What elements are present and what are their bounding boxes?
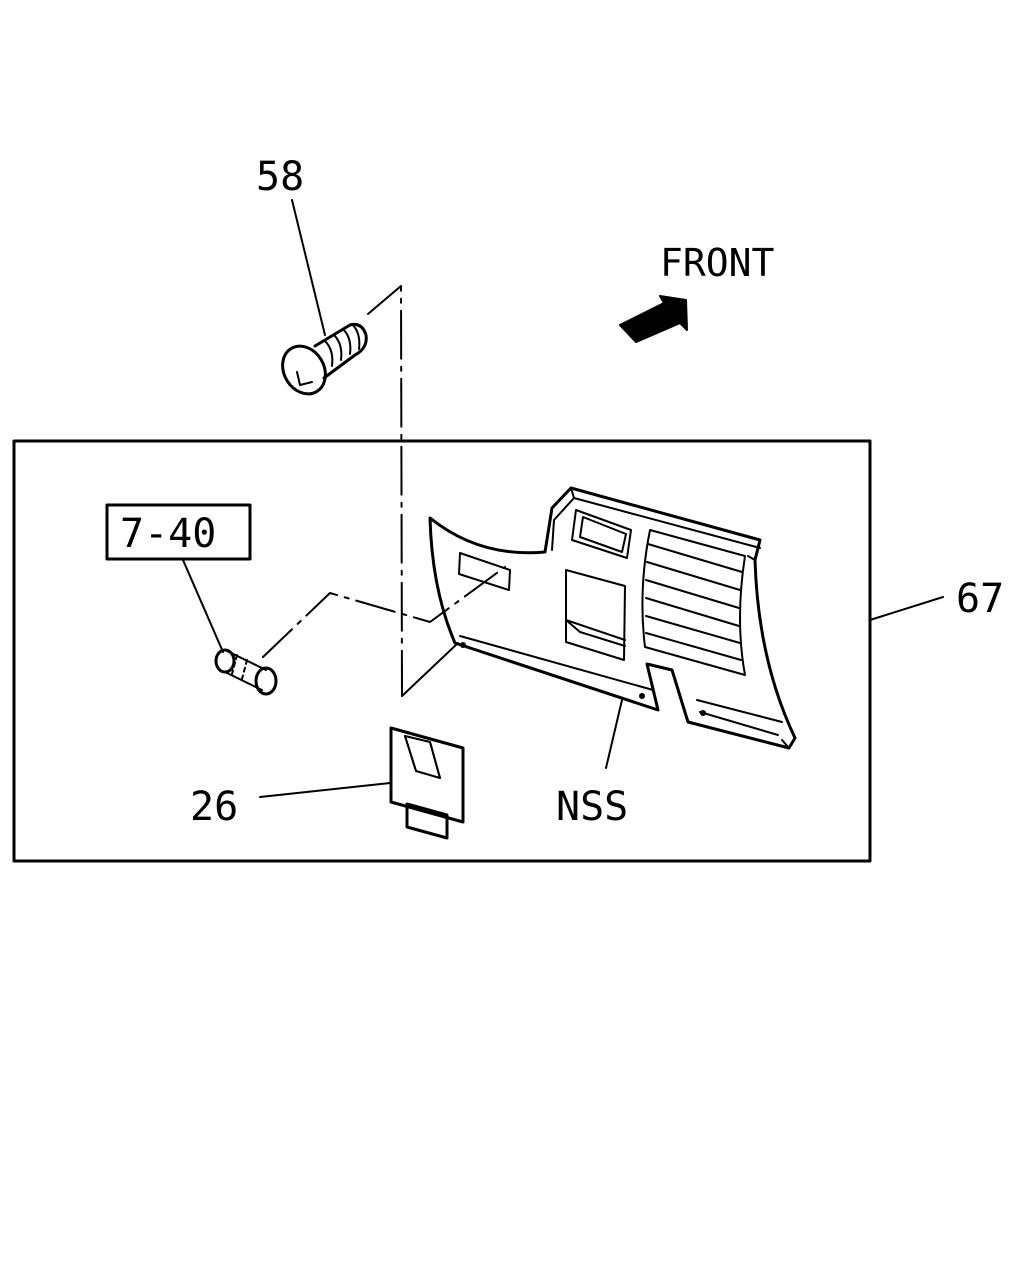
nss-leader <box>605 699 623 769</box>
part-58-label: 58 <box>256 154 304 200</box>
part-67-leader <box>869 596 944 621</box>
alignment-line-58-tail <box>401 642 459 697</box>
alignment-line-7-40 <box>262 566 506 658</box>
alignment-line-58 <box>367 285 403 697</box>
assembly-frame <box>12 439 872 863</box>
part-7-40-leader <box>182 559 224 653</box>
trim-panel <box>428 486 797 750</box>
clip-26-icon <box>389 726 465 840</box>
front-label: FRONT <box>660 241 774 285</box>
clip-7-40-icon <box>214 648 278 696</box>
part-7-40-box <box>105 503 252 561</box>
part-26-label: 26 <box>190 784 238 830</box>
screw-58-icon <box>281 323 368 396</box>
part-26-leader <box>259 782 391 798</box>
part-67-label: 67 <box>956 576 1004 622</box>
nss-label: NSS <box>556 784 628 830</box>
part-58-leader <box>291 199 326 336</box>
front-arrow-icon <box>619 295 688 343</box>
part-7-40-label: 7-40 <box>120 511 216 557</box>
